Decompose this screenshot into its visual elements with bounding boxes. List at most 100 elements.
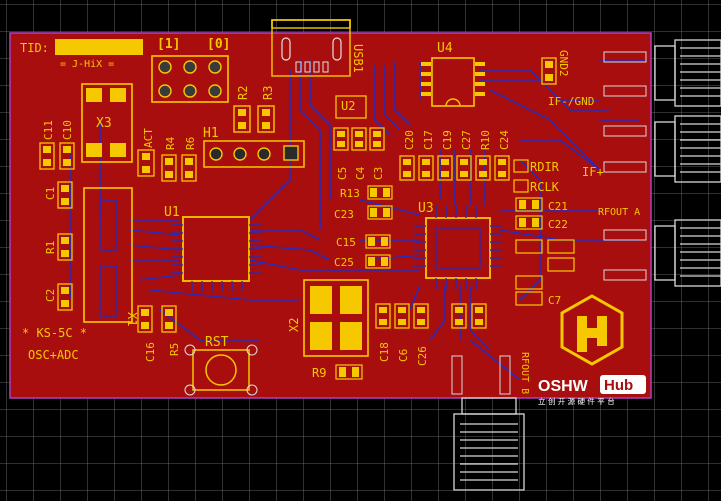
- c20-label: C20: [403, 130, 416, 150]
- ks5c-label-block: * KS-5C * OSC+ADC: [22, 326, 87, 362]
- act-label: ACT: [142, 128, 155, 148]
- oshwhub-logo: OSHW Hub 立 创 开 源 硬 件 平 台: [538, 294, 646, 406]
- usb1-connector[interactable]: USB1: [271, 19, 365, 77]
- c10-label: C10: [61, 120, 74, 140]
- x1-label: X1: [125, 312, 139, 326]
- h1-header[interactable]: H1: [203, 126, 305, 168]
- u4-chip[interactable]: U4: [421, 41, 485, 107]
- usb1-label: USB1: [351, 44, 365, 73]
- u2-label: U2: [341, 99, 355, 113]
- c1-cap[interactable]: C1: [44, 181, 73, 209]
- logo-h-icon: [577, 316, 607, 352]
- oshw-subtitle: 立 创 开 源 硬 件 平 台: [538, 396, 615, 406]
- u1-label: U1: [164, 205, 180, 220]
- c11-label: C11: [42, 120, 55, 140]
- jumper-0-label: [0]: [207, 37, 230, 52]
- r1-label: R1: [44, 241, 57, 254]
- c23-label: C23: [334, 208, 354, 221]
- rfout-a-label: RFOUT A: [598, 207, 640, 218]
- rclk-label: RCLK: [530, 180, 560, 194]
- jumper-1-label: [1]: [157, 37, 180, 52]
- rfout-b-label: RFOUT B: [519, 352, 530, 394]
- tid-label: TID:: [20, 41, 49, 55]
- r13-c23[interactable]: R13 C23: [334, 185, 393, 221]
- jhix-label: = J-HiX =: [60, 59, 114, 70]
- c21-label: C21: [548, 200, 568, 213]
- rdir-label: RDIR: [530, 160, 560, 174]
- r3-label: R3: [261, 86, 275, 100]
- r13-label: R13: [340, 187, 360, 200]
- c18-label: C18: [378, 342, 391, 362]
- r5-label: R5: [168, 343, 181, 356]
- r4-r6-resistors[interactable]: R4 R6: [161, 136, 197, 182]
- c7-label: C7: [548, 294, 561, 307]
- c15-label: C15: [336, 236, 356, 249]
- c4-label: C4: [354, 166, 367, 180]
- c20-c24-caps[interactable]: C20 C17 C19 C27 R10 C24: [399, 130, 511, 181]
- if-plus-label: IF+: [582, 165, 604, 179]
- jumper-header[interactable]: [1] [0]: [151, 37, 230, 103]
- c2-cap[interactable]: C2: [44, 283, 73, 311]
- if-gnd-label: IF-/GND: [548, 95, 594, 108]
- c16-label: C16: [144, 342, 157, 362]
- c5-label: C5: [336, 167, 349, 180]
- osc-adc-label: OSC+ADC: [28, 348, 79, 362]
- c25-label: C25: [334, 256, 354, 269]
- c17-label: C17: [422, 130, 435, 150]
- x1-crystal[interactable]: X1: [83, 187, 139, 326]
- u2-chip[interactable]: U2: [335, 95, 367, 119]
- c5-c4-c3-caps[interactable]: C5 C4 C3: [333, 127, 385, 180]
- c27-label: C27: [460, 130, 473, 150]
- hub-text: Hub: [604, 377, 633, 394]
- right-small-caps[interactable]: C7: [515, 239, 575, 307]
- u1-chip[interactable]: U1: [164, 205, 262, 292]
- x2-crystal[interactable]: X2: [287, 279, 369, 357]
- x3-crystal[interactable]: X3: [81, 83, 133, 163]
- rst-button[interactable]: RST: [184, 335, 258, 396]
- x3-label: X3: [96, 116, 112, 131]
- c21-c22[interactable]: C21 C22 RFOUT A: [515, 197, 640, 231]
- sma-connector-bottom: [654, 219, 721, 287]
- c26-label: C26: [416, 346, 429, 366]
- h1-label: H1: [203, 126, 219, 141]
- hub-badge: [600, 375, 646, 394]
- c16-r5[interactable]: C16 R5: [137, 305, 181, 362]
- r9-label: R9: [312, 366, 326, 380]
- u3-label: U3: [418, 201, 434, 216]
- gnd2-pad[interactable]: GND2 IF-/GND: [541, 50, 594, 108]
- sma-connector-mid: [654, 115, 721, 183]
- r2-r3-resistors[interactable]: R2 R3: [233, 86, 275, 133]
- rfout-b-block: RFOUT B: [519, 352, 530, 394]
- tid-block: TID: = J-HiX =: [20, 39, 143, 70]
- r9-resistor[interactable]: R9: [312, 364, 363, 380]
- x2-label: X2: [287, 318, 301, 332]
- c15-c25[interactable]: C15 C25: [334, 234, 391, 269]
- rst-label: RST: [205, 335, 229, 350]
- c2-label: C2: [44, 289, 57, 302]
- c3-label: C3: [372, 167, 385, 180]
- ks5c-label: * KS-5C *: [22, 326, 87, 340]
- c11-c10-caps[interactable]: C11 C10: [39, 120, 75, 170]
- u3-chip[interactable]: U3: [414, 201, 502, 290]
- sma-connector-rfout-b: [453, 397, 525, 491]
- gnd2-label: GND2: [557, 50, 570, 77]
- r1-resistor[interactable]: R1: [44, 233, 73, 261]
- u4-label: U4: [437, 41, 453, 56]
- rdir-rclk-labels: RDIR RCLK IF+: [513, 159, 604, 194]
- edge-pads: [451, 51, 647, 395]
- copper-traces: [69, 59, 645, 381]
- c18-c6-c26[interactable]: C18 C6 C26: [375, 303, 487, 366]
- tid-field: [55, 39, 143, 55]
- c24-label: C24: [498, 130, 511, 150]
- r2-label: R2: [236, 86, 250, 100]
- sma-connector-top: [654, 39, 721, 107]
- sma-connectors: [453, 39, 721, 491]
- r6-label: R6: [184, 137, 197, 150]
- c1-label: C1: [44, 187, 57, 200]
- act-led[interactable]: ACT: [137, 128, 155, 177]
- r10-label: R10: [479, 130, 492, 150]
- oshw-text: OSHW: [538, 378, 589, 395]
- r4-label: R4: [164, 136, 177, 150]
